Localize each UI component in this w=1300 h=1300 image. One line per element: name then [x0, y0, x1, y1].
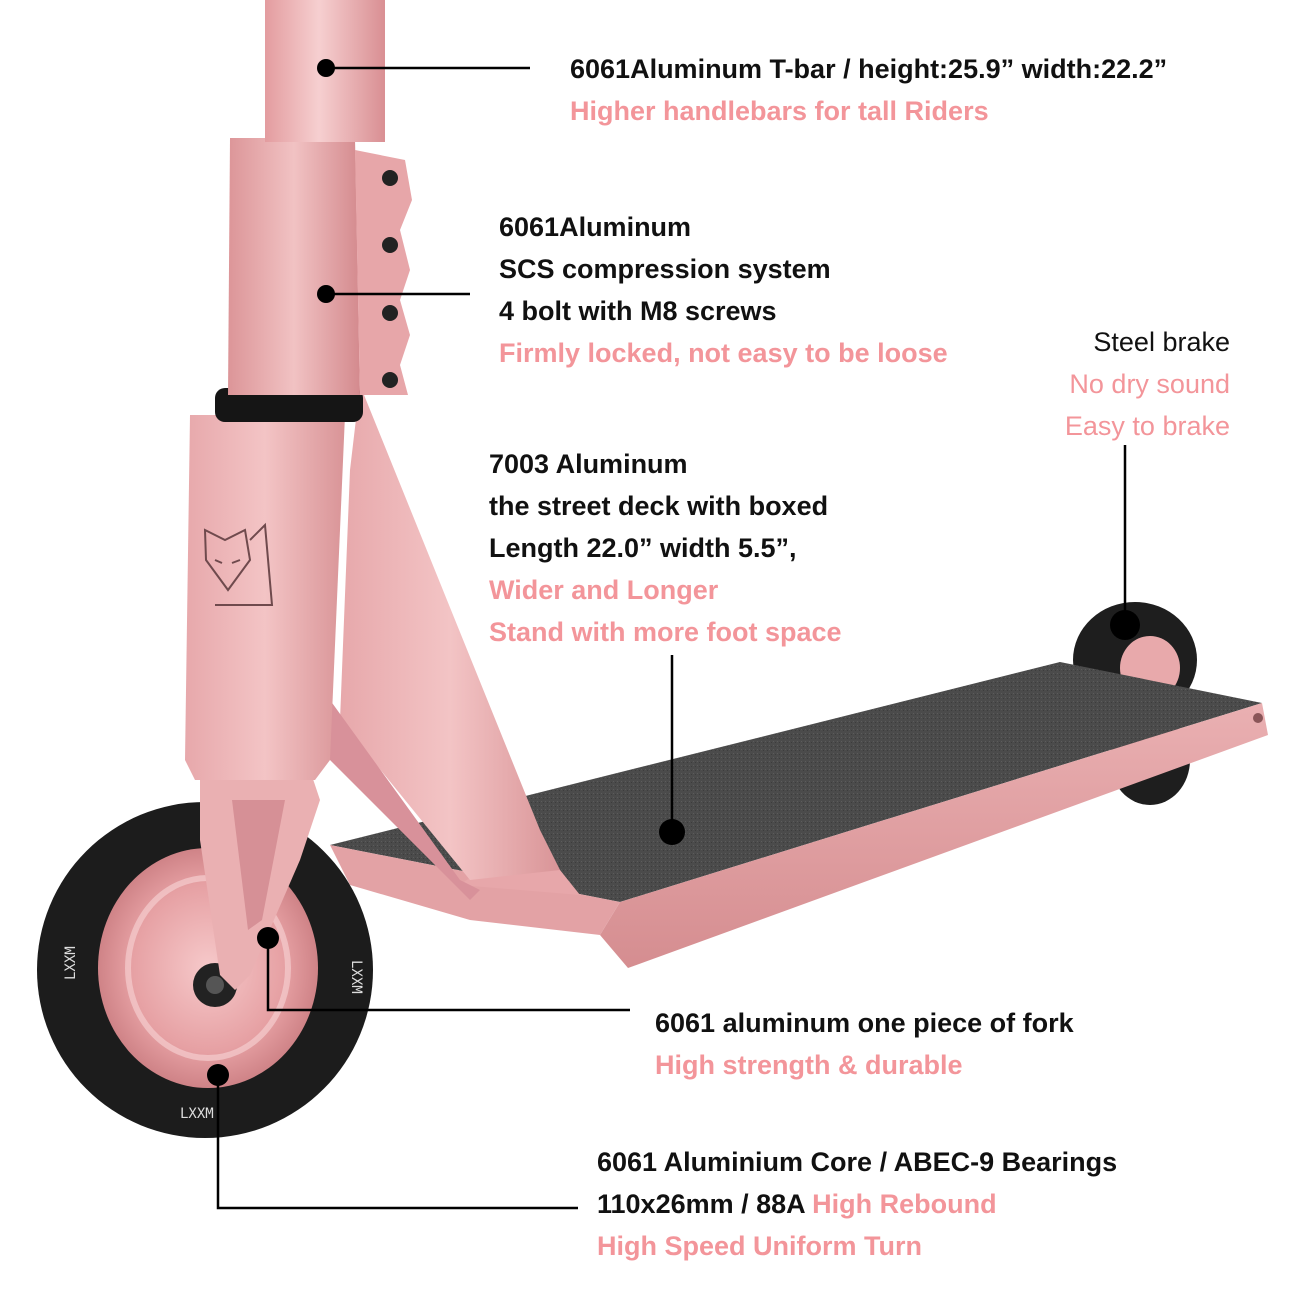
deck-benefit-text-2: Stand with more foot space — [489, 617, 842, 647]
tbar-leader-dot — [317, 59, 335, 77]
fork-benefit-text: High strength & durable — [655, 1050, 963, 1080]
brake-leader-dot — [1110, 610, 1140, 640]
wheel-callout: 6061 Aluminium Core / ABEC-9 Bearings 11… — [597, 1141, 1117, 1267]
deck-size-text: Length 22.0” width 5.5”, — [489, 533, 797, 563]
clamp-bolt-3 — [382, 305, 398, 321]
deck-benefit-text-1: Wider and Longer — [489, 575, 719, 605]
wheel-logo-right: LXXM — [348, 960, 364, 994]
clamp — [228, 138, 412, 395]
deck-side-rail — [600, 703, 1268, 968]
clamp-bolt-2 — [382, 237, 398, 253]
wheel-benefit-text: High Speed Uniform Turn — [597, 1231, 922, 1261]
clamp-bolts-text: 4 bolt with M8 screws — [499, 296, 777, 326]
brake-benefit-text-2: Easy to brake — [1064, 411, 1230, 441]
wheel-core-text: 6061 Aluminium Core / ABEC-9 Bearings — [597, 1147, 1118, 1177]
clamp-body — [228, 138, 360, 395]
clamp-system-text: SCS compression system — [499, 254, 831, 284]
clamp-bolt-4 — [382, 372, 398, 388]
brake-benefit-text-1: No dry sound — [1069, 369, 1230, 399]
deck-callout: 7003 Aluminum the street deck with boxed… — [489, 443, 842, 653]
down-tube — [340, 385, 560, 880]
deck-material-text: 7003 Aluminum — [489, 449, 688, 479]
deck-leader-dot — [659, 819, 685, 845]
wheel-leader-line — [216, 1075, 578, 1210]
wheel-rebound-text: High Rebound — [812, 1189, 997, 1219]
fork-leader-dot — [257, 927, 279, 949]
head-tube — [185, 415, 345, 780]
front-axle-bolt-head — [206, 976, 224, 994]
fork-callout: 6061 aluminum one piece of fork High str… — [655, 1002, 1074, 1086]
front-wheel: LXXM LXXM LXXM — [37, 802, 373, 1138]
wheel-logo-left: LXXM — [63, 946, 79, 980]
clamp-bolt-1 — [382, 170, 398, 186]
brake-material-text: Steel brake — [1093, 327, 1230, 357]
tbar-benefit-text: Higher handlebars for tall Riders — [570, 96, 989, 126]
wheel-size-text: 110x26mm / 88A — [597, 1189, 805, 1219]
leader-lines — [207, 59, 1140, 1210]
fork-cutout — [232, 800, 285, 930]
clamp-benefit-text: Firmly locked, not easy to be loose — [499, 338, 948, 368]
wheel-size-line: 110x26mm / 88A High Rebound — [597, 1183, 1117, 1225]
deck-type-text: the street deck with boxed — [489, 491, 829, 521]
tbar-spec-text: 6061Aluminum T-bar / height:25.9” width:… — [570, 54, 1168, 84]
fork-material-text: 6061 aluminum one piece of fork — [655, 1008, 1074, 1038]
fox-logo — [203, 522, 274, 606]
headset-ring — [215, 388, 363, 422]
wheel-leader-dot — [207, 1064, 229, 1086]
brake-callout: Steel brake No dry sound Easy to brake — [1065, 321, 1230, 447]
tbar-callout: 6061Aluminum T-bar / height:25.9” width:… — [570, 48, 1167, 132]
wheel-logo-bottom: LXXM — [180, 1106, 214, 1122]
clamp-material-text: 6061Aluminum — [499, 212, 692, 242]
clamp-ears — [355, 150, 412, 395]
clamp-callout: 6061Aluminum SCS compression system 4 bo… — [499, 206, 948, 374]
deck-grip-tape — [330, 662, 1262, 902]
fork-leader-line — [266, 938, 630, 1012]
deck-end-hole — [1253, 713, 1263, 723]
clamp-leader-dot — [317, 285, 335, 303]
